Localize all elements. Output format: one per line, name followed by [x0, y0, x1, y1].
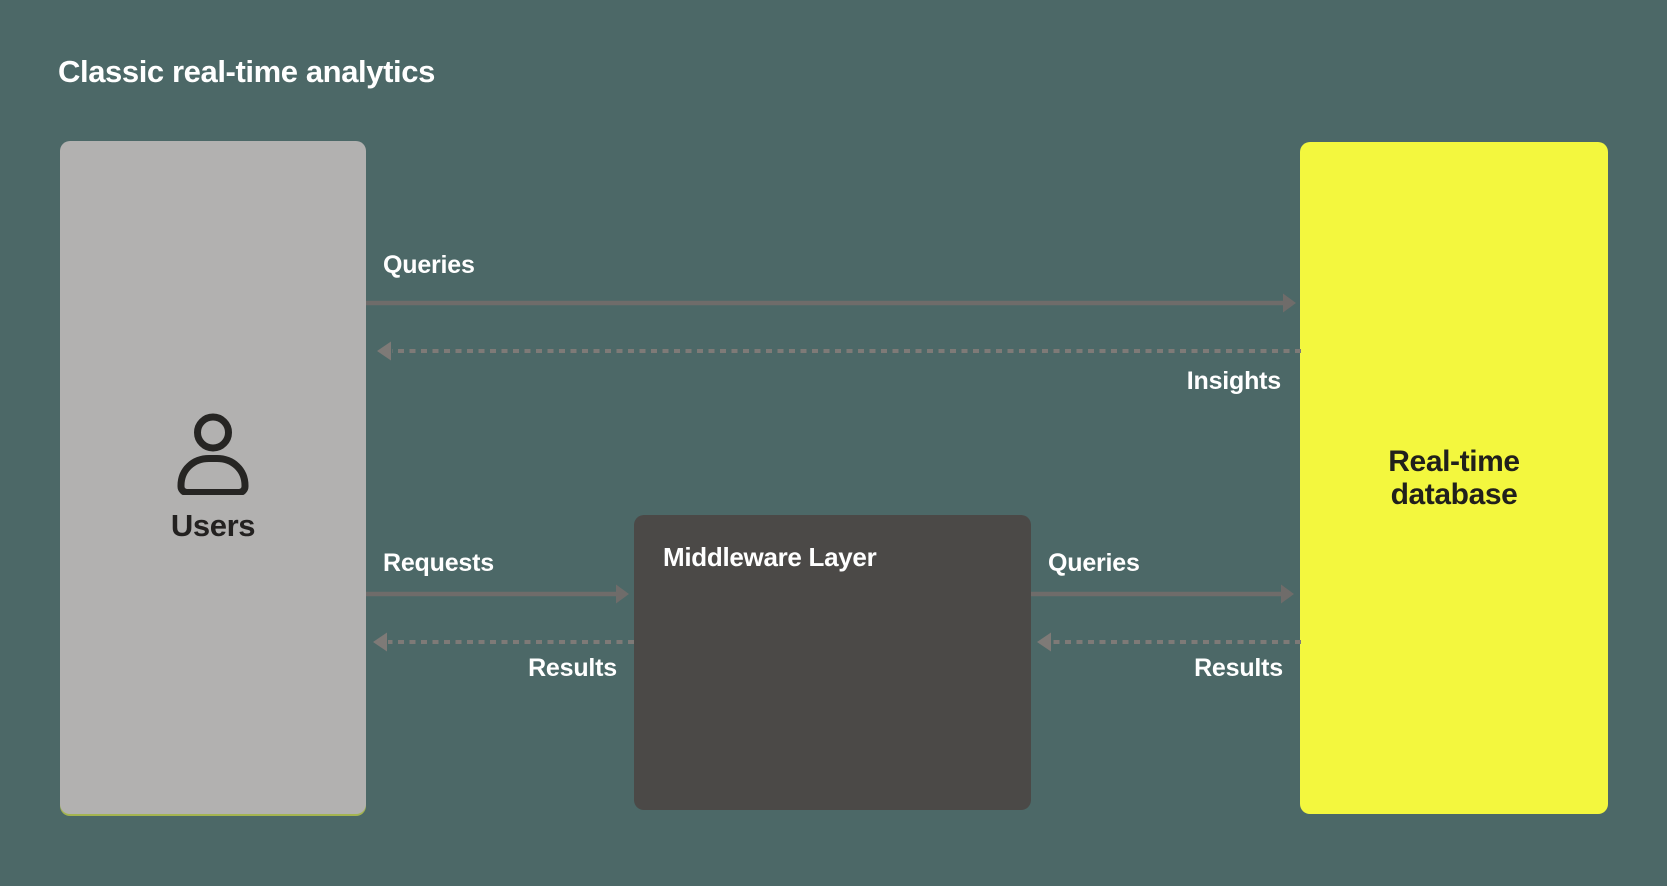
middleware-label: Middleware Layer: [663, 542, 877, 572]
edge-label-requests: Requests: [383, 549, 494, 577]
edge-label-insights: Insights: [1186, 367, 1281, 395]
arrow-requests: [366, 584, 629, 604]
arrow-results-right: [1037, 632, 1301, 652]
edge-label-results-left: Results: [528, 654, 617, 682]
arrow-insights: [377, 341, 1301, 361]
page-title: Classic real-time analytics: [58, 54, 435, 89]
edge-label-queries-bottom: Queries: [1048, 549, 1140, 577]
users-node: Users: [60, 141, 366, 814]
arrow-queries-top: [366, 293, 1296, 313]
middleware-node: Middleware Layer: [634, 515, 1031, 810]
arrow-queries-bottom: [1031, 584, 1294, 604]
user-icon: [177, 413, 249, 495]
database-node: Real-time database: [1300, 142, 1608, 814]
users-label: Users: [170, 508, 256, 543]
database-label: Real-time database: [1388, 445, 1520, 511]
edge-label-results-right: Results: [1194, 654, 1283, 682]
arrow-results-left: [373, 632, 634, 652]
edge-label-queries-top: Queries: [383, 251, 475, 279]
